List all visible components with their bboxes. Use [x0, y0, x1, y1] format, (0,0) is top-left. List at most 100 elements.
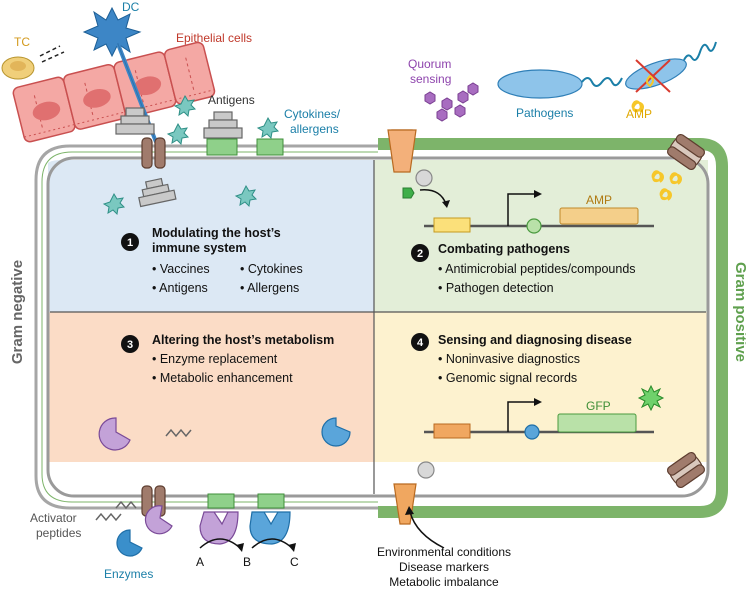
environment-arrow	[409, 511, 445, 549]
gram-positive-label: Gram positive	[732, 262, 746, 362]
quadrant-1-number: 1	[127, 237, 133, 249]
quadrant-4-item: • Genomic signal records	[438, 371, 577, 385]
antigens-label: Antigens	[208, 93, 255, 107]
enzymes-label: Enzymes	[104, 567, 153, 581]
antigen-stack-membrane	[203, 111, 243, 139]
quadrant-3-title: Altering the host’s metabolism	[152, 333, 334, 347]
quadrant-1-item: • Vaccines	[152, 262, 210, 276]
quadrant-3: 3 Altering the host’s metabolism • Enzym…	[98, 333, 351, 451]
quadrant-3-number: 3	[127, 339, 133, 351]
secretion-box	[256, 138, 284, 156]
quadrant-2: AMP 2 Combating pathogens • Antimicrobia…	[402, 169, 654, 295]
quadrant-2-item: • Pathogen detection	[438, 281, 554, 295]
quadrant-1-item: • Cytokines	[240, 262, 303, 276]
quadrant-1-number-badge	[121, 233, 139, 251]
enzyme-blue-inner	[321, 417, 351, 447]
activator-label-2: peptides	[36, 526, 81, 540]
quorum-label-1: Quorum	[408, 57, 451, 71]
epithelial-label: Epithelial cells	[176, 31, 252, 45]
amp-label-top: AMP	[626, 107, 652, 121]
quorum-hexagon	[436, 108, 448, 122]
gfp-gene-label: GFP	[586, 399, 611, 413]
product-b: B	[243, 555, 251, 569]
enzyme-blue-free	[116, 529, 143, 557]
promoter-arrow	[507, 193, 536, 226]
gram-negative-label: Gram negative	[9, 260, 26, 364]
quadrant-4-item: • Noninvasive diagnostics	[438, 352, 580, 366]
quadrant-1-title-2: immune system	[152, 241, 246, 255]
cytokine-star	[166, 122, 190, 146]
product-c: C	[290, 555, 299, 569]
quadrant-1-item: • Antigens	[152, 281, 208, 295]
quadrant-1: 1 Modulating the host’s immune system • …	[121, 226, 303, 295]
gfp-gene-box	[557, 413, 637, 433]
regulator-gene-box	[433, 217, 471, 233]
quorum-label-2: sensing	[410, 72, 451, 86]
quadrant-3-number-badge	[121, 335, 139, 353]
secretion-box	[206, 138, 238, 156]
gram-negative-inner-line	[41, 151, 378, 503]
enzyme-purple-outer	[199, 511, 239, 545]
enzyme-blue-outer	[249, 511, 291, 545]
antigen-stack-inner	[138, 177, 177, 208]
inner-membrane	[46, 156, 710, 498]
substrate-a: A	[196, 555, 204, 569]
quorum-molecules	[424, 82, 479, 122]
quorum-hexagon	[424, 91, 436, 105]
quadrant-4-bg	[374, 312, 708, 462]
quadrant-4-number: 4	[417, 337, 424, 349]
quadrant-4-number-badge	[411, 333, 429, 351]
cytokine-star	[173, 94, 197, 118]
cytokines-label-2: allergens	[290, 122, 339, 136]
antigen-stack	[115, 107, 155, 135]
operator-site	[526, 218, 542, 234]
quadrant-3-item: • Metabolic enhancement	[152, 371, 293, 385]
quadrant-3-item: • Enzyme replacement	[152, 352, 278, 366]
epithelial-cell	[163, 41, 216, 105]
cytokine-star	[234, 184, 258, 208]
condition-line: Disease markers	[399, 560, 489, 574]
cytokines-label-1: Cytokines/	[284, 107, 341, 121]
epithelial-layer	[12, 41, 216, 143]
activator-peptide-outer	[95, 512, 122, 522]
activator-peptide-outer	[115, 500, 137, 510]
t-cell: TC	[1, 35, 65, 80]
quadrant-2-item: • Antimicrobial peptides/compounds	[438, 262, 636, 276]
quorum-hexagon	[457, 90, 469, 104]
tc-label: TC	[14, 35, 30, 49]
gram-positive-wall	[378, 138, 728, 518]
gram-negative-outer-membrane	[34, 144, 378, 510]
secretion-box-bottom	[207, 493, 235, 509]
receptor-ligand-ball	[415, 169, 433, 187]
gfp-glow-star	[637, 384, 665, 412]
quadrant-2-number-badge	[411, 244, 429, 262]
quadrant-1-item: • Allergens	[240, 281, 299, 295]
enzyme-purple-free	[144, 505, 173, 535]
dc-label: DC	[122, 0, 140, 14]
operator-site-2	[524, 424, 540, 440]
quorum-hexagon	[441, 97, 453, 111]
secretion-box-bottom	[257, 493, 285, 509]
cross-mark	[635, 59, 671, 93]
condition-line: Environmental conditions	[377, 545, 511, 559]
quadrant-2-number: 2	[417, 248, 423, 260]
quadrant-4: 4 Sensing and diagnosing disease • Nonin…	[393, 333, 665, 525]
quadrant-1-title-1: Modulating the host’s	[152, 226, 281, 240]
bacterial-cell	[34, 138, 728, 518]
activator-label-1: Activator	[30, 511, 77, 525]
sensor-gene-box	[433, 423, 471, 439]
quadrant-1-bg	[48, 160, 374, 312]
amp-gene-box	[559, 207, 639, 225]
sensor-ball	[417, 461, 435, 479]
membrane-channel	[141, 137, 166, 169]
sensor-receptor-top	[387, 129, 417, 173]
quorum-hexagon	[467, 82, 479, 96]
promoter-arrow-2	[507, 401, 536, 432]
gram-positive-pore-top	[666, 133, 706, 171]
quorum-hexagon	[454, 104, 466, 118]
amp-gene-label: AMP	[586, 193, 612, 207]
condition-line: Metabolic imbalance	[389, 575, 499, 589]
signal-molecule	[402, 187, 415, 199]
pathogen	[497, 69, 623, 99]
